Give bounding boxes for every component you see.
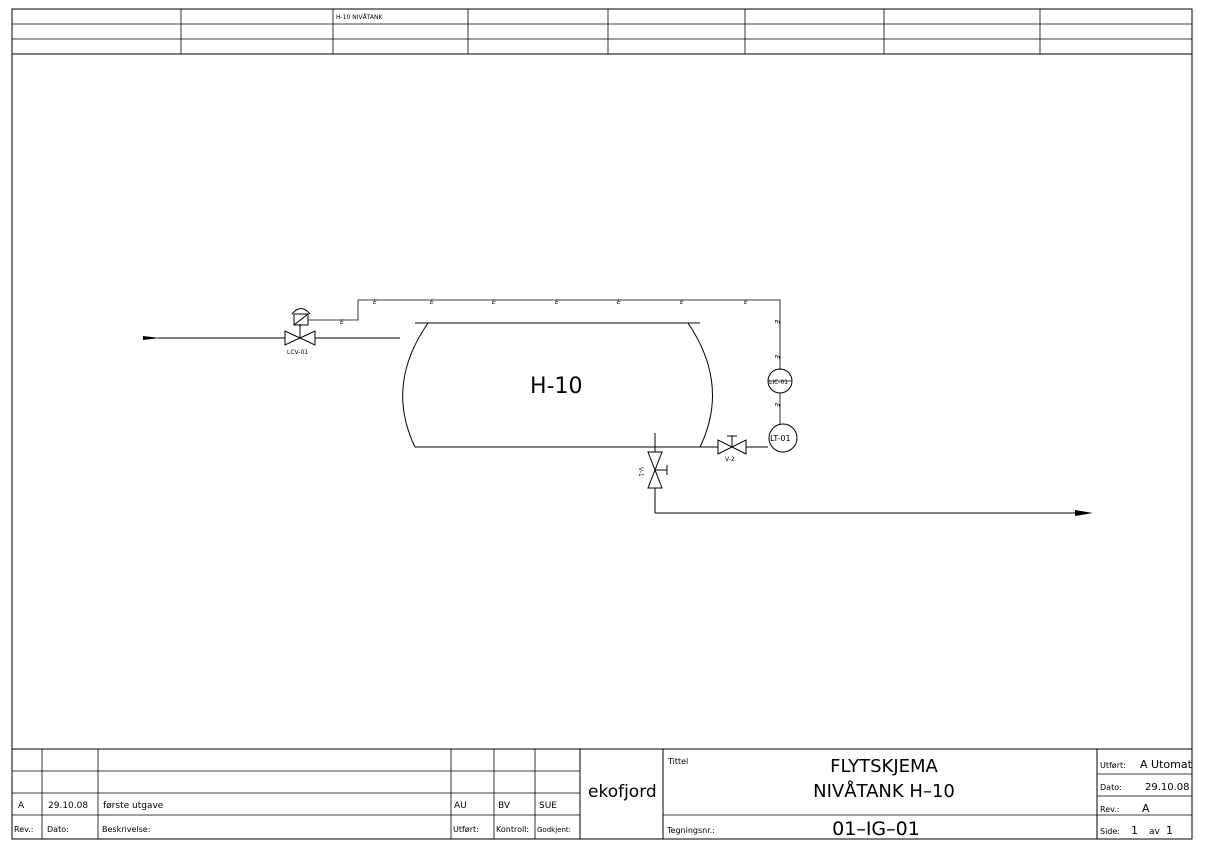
- process-piping: [143, 336, 1093, 516]
- made-header: Utført:: [453, 825, 479, 834]
- revision-block: A 29.10.08 første utgave AU BV SUE Rev.:…: [12, 748, 581, 839]
- lic01-label: LIC-01: [769, 379, 788, 386]
- instrument-lic01: LIC-01: [767, 368, 793, 394]
- signal-mark-8: E: [744, 299, 748, 306]
- signal-mark-4: E: [492, 299, 496, 306]
- signal-mark-6: E: [617, 299, 621, 306]
- title-line-1: FLYTSKJEMA: [830, 756, 938, 777]
- instrument-valve-v2: V-2: [717, 435, 747, 463]
- tank-h10: H-10: [402, 322, 713, 448]
- signal-mark-7: E: [680, 299, 684, 306]
- rev-value: A: [18, 801, 25, 811]
- signal-mark-11: E: [773, 403, 780, 407]
- rev-value-title: A: [1142, 802, 1150, 815]
- title-block: ekofjord Tittel FLYTSKJEMA NIVÅTANK H–10…: [580, 748, 1193, 840]
- title-line-2: NIVÅTANK H–10: [813, 780, 955, 802]
- drawing-frame: [11, 8, 1193, 840]
- rev-description-value: første utgave: [103, 801, 164, 811]
- checked-header: Kontroll:: [496, 825, 529, 834]
- page-of: av: [1149, 827, 1161, 837]
- page-number: 1: [1131, 824, 1138, 837]
- rev-date-value: 29.10.08: [48, 801, 88, 811]
- drawing-number: 01–IG–01: [832, 818, 920, 840]
- rev-checked-value: BV: [498, 801, 511, 811]
- description-header: Beskrivelse:: [102, 825, 150, 834]
- signal-mark-5: E: [555, 299, 559, 306]
- signal-mark-3: E: [430, 299, 434, 306]
- approved-header: Godkjent:: [537, 826, 571, 834]
- title-label: Tittel: [667, 757, 688, 766]
- signal-mark-10: E: [773, 355, 780, 359]
- rev-made-value: AU: [454, 801, 467, 811]
- rev-label: Rev.:: [1100, 805, 1119, 814]
- inlet-arrow: [143, 336, 160, 340]
- made-by: A Utomat: [1140, 758, 1193, 771]
- control-valve-lcv01: LCV-01: [284, 308, 316, 356]
- signal-mark-9: E: [773, 320, 780, 324]
- signal-mark-1: E: [340, 319, 344, 326]
- date-header: Dato:: [47, 825, 69, 834]
- page-label: Side:: [1100, 827, 1120, 836]
- company-name: ekofjord: [588, 782, 657, 802]
- made-by-label: Utført:: [1100, 761, 1126, 770]
- top-strip: H-10 NIVÅTANK: [12, 9, 1192, 55]
- drawing-number-label: Tegningsnr.:: [666, 826, 715, 835]
- v1-label: V-1: [637, 467, 644, 477]
- v2-label: V-2: [725, 456, 735, 463]
- top-strip-title: H-10 NIVÅTANK: [336, 14, 383, 21]
- drain-valve-v1: V-1: [637, 451, 668, 489]
- lt01-label: LT-01: [770, 434, 791, 443]
- page-total: 1: [1166, 824, 1173, 837]
- lcv01-label: LCV-01: [287, 349, 308, 356]
- signal-line: E E E E E E E E E E E: [308, 299, 781, 425]
- date-value: 29.10.08: [1145, 782, 1190, 793]
- tank-label: H-10: [530, 374, 582, 399]
- outlet-arrow: [1075, 510, 1093, 516]
- rev-header: Rev.:: [14, 825, 33, 834]
- instrument-lt01: LT-01: [768, 423, 798, 453]
- date-label: Dato:: [1100, 783, 1122, 792]
- rev-approved-value: SUE: [539, 801, 557, 811]
- signal-mark-2: E: [373, 299, 377, 306]
